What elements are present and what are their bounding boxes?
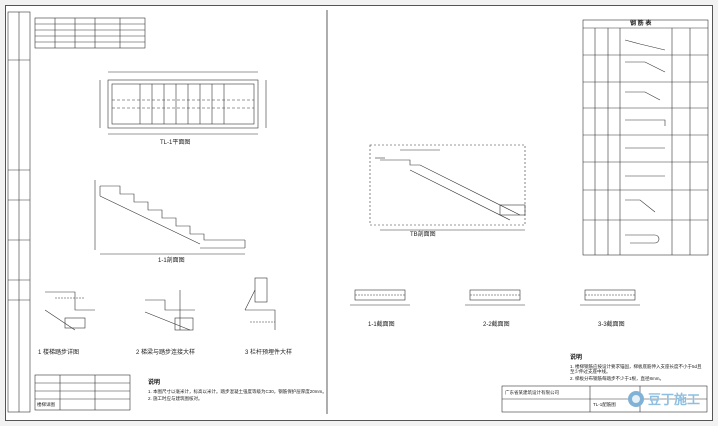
notes-right-title: 说明 xyxy=(570,355,583,361)
notes-left-title: 说明 xyxy=(148,380,161,386)
detail-2-drawing xyxy=(144,290,195,331)
notes-left-line-2: 2. 施工时应与建筑图核对。 xyxy=(148,396,203,401)
watermark: 豆丁施工 xyxy=(627,389,700,408)
view-label-section-right: TB剖面图 xyxy=(410,232,436,238)
detail-3-drawing xyxy=(244,277,276,330)
view-label-sec-1: 1-1截面图 xyxy=(368,322,395,328)
watermark-text: 豆丁施工 xyxy=(647,392,700,407)
rebar-table xyxy=(582,19,709,256)
section-1-1 xyxy=(350,289,410,306)
rebar-table-title: 钢 筋 表 xyxy=(630,21,652,27)
notes-right-line-2: 2. 梯板分布钢筋每踏步不少于1根，直径8mm。 xyxy=(570,376,665,381)
stair-section-right xyxy=(369,144,526,231)
notes-right-line-1: 1. 楼梯钢筋应按设计要求锚固，梯板底筋伸入支座长度不小于5d且至少伸过支座中线… xyxy=(570,364,702,374)
view-label-section-left: 1-1剖面图 xyxy=(158,258,185,264)
title-block-company: 广东省某建筑设计有限公司 xyxy=(505,390,559,395)
title-block-drawing: TL-1配筋图 xyxy=(593,402,616,407)
view-label-sec-2: 2-2截面图 xyxy=(483,322,510,328)
view-label-sec-3: 3-3截面图 xyxy=(598,322,625,328)
view-label-detail-3: 3 栏杆预埋件大样 xyxy=(245,350,293,356)
top-left-table xyxy=(34,17,146,49)
title-block-left-drawing: 楼梯详图 xyxy=(37,402,55,407)
view-label-detail-1: 1 楼梯踏步详图 xyxy=(38,350,80,356)
view-label-detail-2: 2 梯梁与踏步连接大样 xyxy=(136,350,196,356)
title-block-left xyxy=(34,374,131,411)
watermark-logo-icon xyxy=(627,390,644,407)
stair-plan-view xyxy=(99,71,267,135)
notes-left-line-1: 1. 本图尺寸以毫米计，标高以米计。踏步混凝土强度等级为C30，钢筋保护层厚度2… xyxy=(148,389,327,394)
section-2-2 xyxy=(465,289,525,306)
view-label-plan: TL-1平面图 xyxy=(160,140,191,146)
section-3-3 xyxy=(580,289,640,306)
title-block-right xyxy=(501,385,708,413)
stair-section-left xyxy=(94,180,246,255)
detail-1-drawing xyxy=(44,291,95,331)
